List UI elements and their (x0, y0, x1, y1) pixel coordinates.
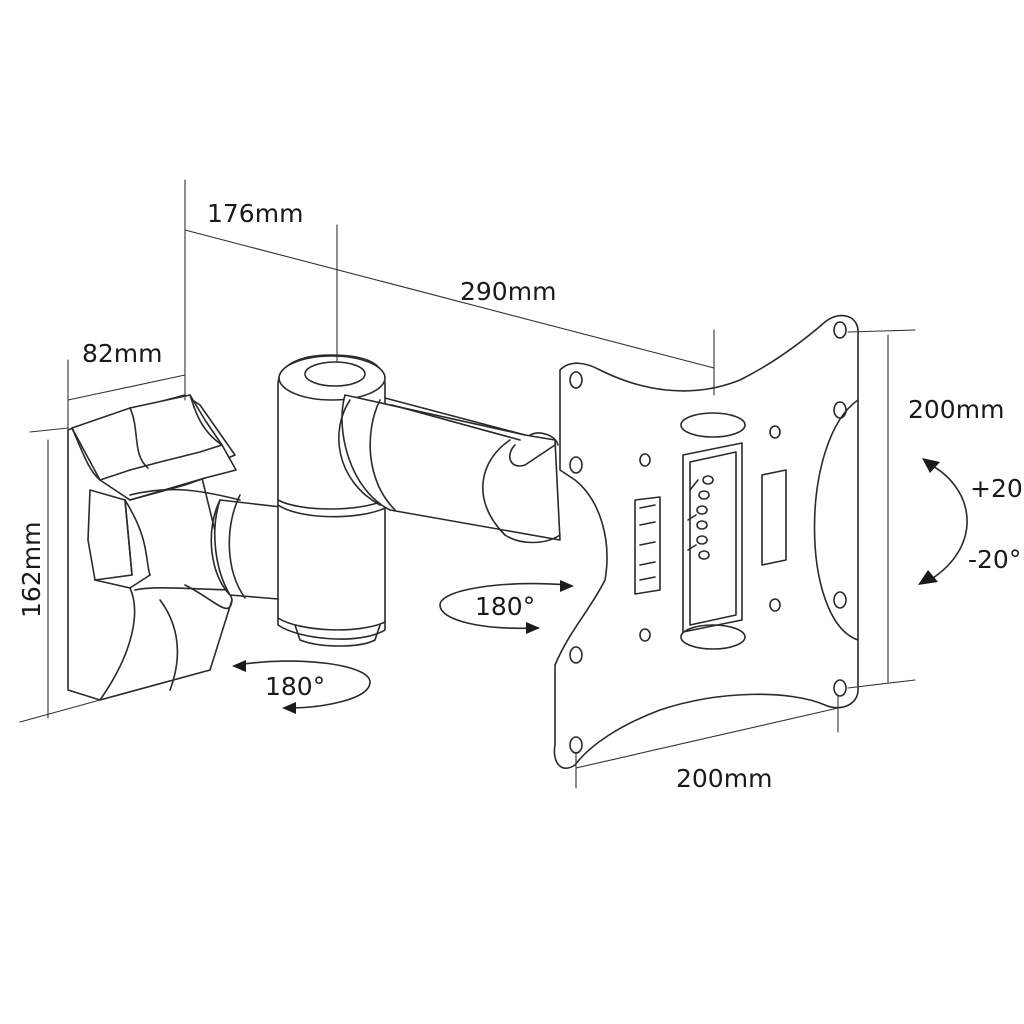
tilt-up-arrowhead (922, 458, 940, 473)
plate-swivel-arrowhead-top (560, 580, 574, 592)
plate-swivel-arrowhead-bottom (526, 622, 540, 634)
dimension-lines (19, 179, 916, 789)
label-vesa-horizontal: 200mm (676, 764, 772, 793)
label-wall-plate-height: 162mm (17, 522, 46, 618)
arm-swivel-arrowhead-top (232, 660, 246, 672)
arm-swivel-arrowhead-bottom (282, 702, 296, 714)
label-arm-swivel: 180° (265, 672, 325, 701)
tilt-rotation-arrow (918, 458, 968, 585)
vesa-plate (553, 314, 859, 769)
arm-segment-lower (210, 494, 291, 601)
label-tilt-down: -20° (968, 545, 1021, 574)
label-arm-depth: 176mm (207, 199, 303, 228)
label-extended-length: 290mm (460, 277, 556, 306)
arm-segment-upper (338, 394, 561, 544)
arm-swivel-arrow (232, 660, 371, 714)
elbow-joint (277, 354, 386, 647)
label-wall-plate-width: 82mm (82, 339, 163, 368)
label-plate-swivel: 180° (475, 592, 535, 621)
label-tilt-up: +20° (970, 474, 1024, 503)
tilt-down-arrowhead (918, 570, 938, 585)
label-vesa-vertical: 200mm (908, 395, 1004, 424)
wall-plate (67, 394, 241, 701)
plate-swivel-arrow (439, 580, 574, 634)
